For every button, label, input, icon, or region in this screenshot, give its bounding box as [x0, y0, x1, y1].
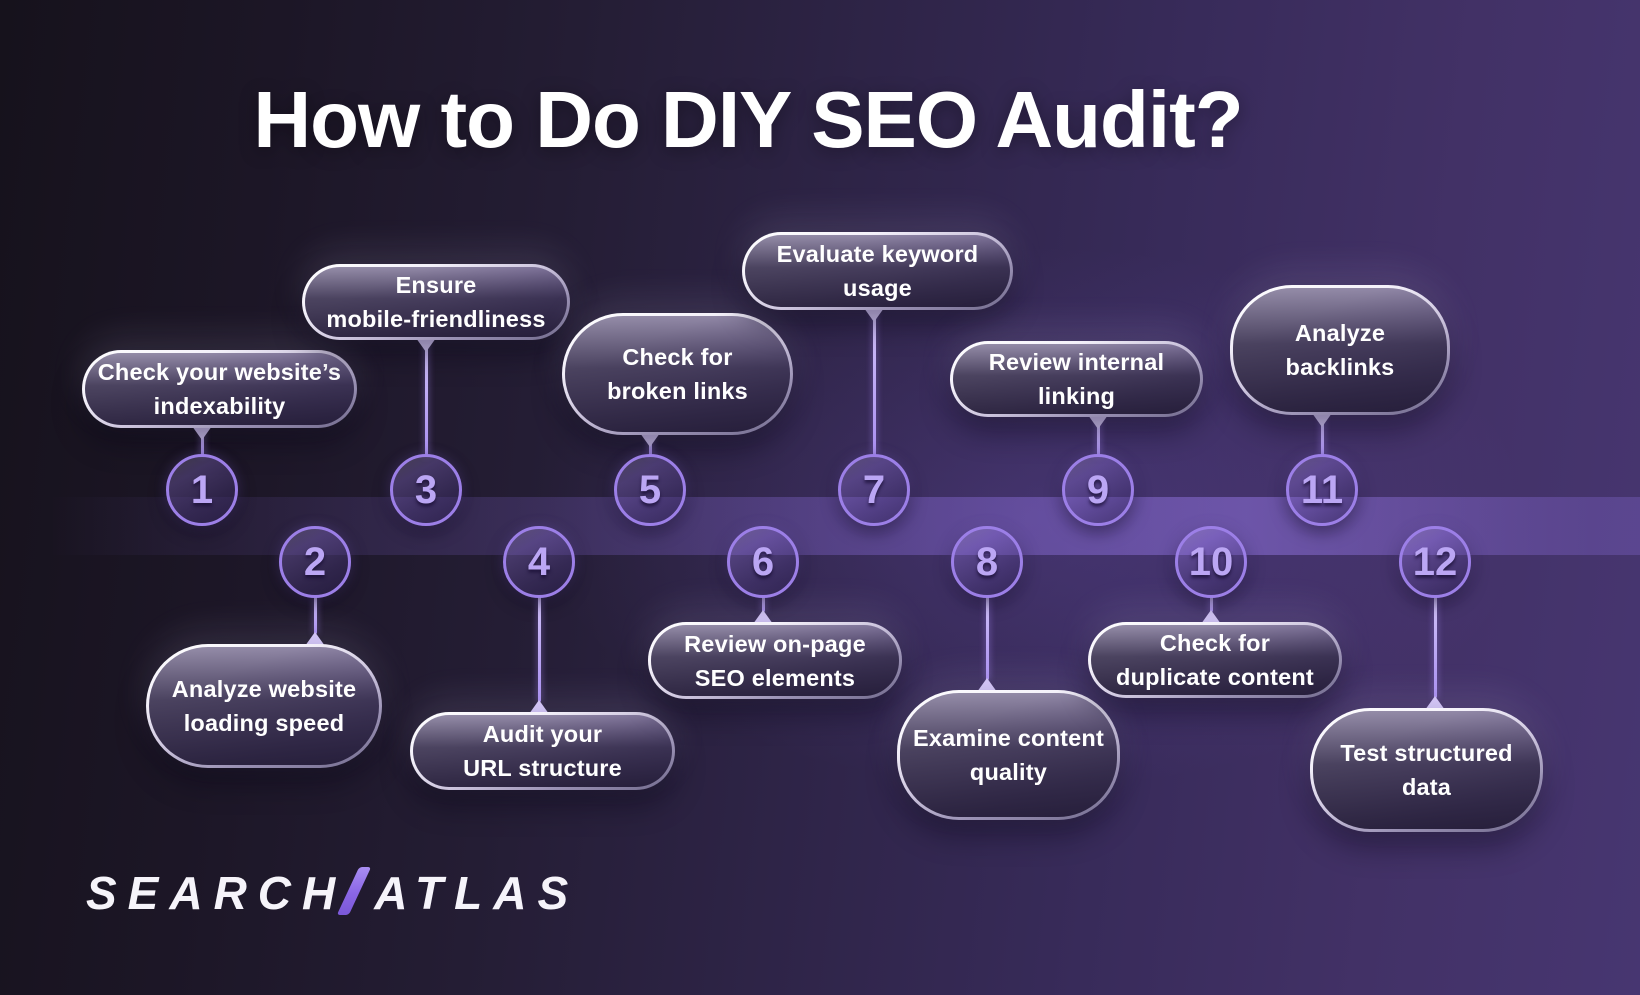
step-number: 4 [527, 539, 551, 584]
step-9-label-pill: Review internal linking [950, 341, 1203, 417]
step-label-line: backlinks [1285, 354, 1395, 380]
step-12-label-pill: Test structured data [1310, 708, 1543, 832]
step-12-number-badge: 12 [1399, 526, 1471, 598]
step-number: 12 [1412, 539, 1458, 584]
connector-arrow-icon [305, 632, 325, 646]
timeline-band [0, 497, 1640, 555]
step-3-number-badge: 3 [390, 454, 462, 526]
step-label-line: Review internal [988, 349, 1165, 375]
connector-arrow-icon [977, 678, 997, 692]
step-number: 10 [1188, 539, 1234, 584]
connector-arrow-icon [529, 700, 549, 714]
step-7-number-badge: 7 [838, 454, 910, 526]
step-label-line: loading speed [183, 710, 345, 736]
step-label-line: Evaluate keyword [776, 241, 979, 267]
connector-arrow-icon [640, 433, 660, 447]
step-number: 11 [1300, 467, 1344, 512]
connector-line [424, 339, 428, 456]
step-label-line: quality [969, 759, 1048, 785]
connector-line [872, 309, 876, 456]
step-11-label-pill: Analyze backlinks [1230, 285, 1450, 415]
step-10-label-pill: Check for duplicate content [1088, 622, 1342, 698]
logo-word-atlas: ATLAS [374, 867, 580, 919]
step-number: 6 [751, 539, 775, 584]
step-label-line: Examine content [912, 725, 1105, 751]
step-label-line: SEO elements [694, 664, 856, 691]
step-7-label-pill: Evaluate keyword usage [742, 232, 1013, 310]
connector-arrow-icon [1201, 610, 1221, 624]
step-label-line: Review on-page [684, 630, 866, 657]
step-label-line: Ensure [395, 272, 477, 298]
connector-arrow-icon [753, 610, 773, 624]
step-number: 1 [190, 467, 214, 512]
step-label-line: Analyze website [171, 676, 357, 702]
step-label-line: Check for [622, 344, 733, 370]
step-label-line: Check for [1159, 630, 1271, 656]
step-8-label-pill: Examine content quality [897, 690, 1120, 820]
step-10-number-badge: 10 [1175, 526, 1247, 598]
step-11-number-badge: 11 [1286, 454, 1358, 526]
step-label-line: broken links [607, 378, 748, 404]
step-label-line: mobile-friendliness [326, 306, 546, 332]
connector-line [1433, 596, 1437, 698]
connector-line [537, 596, 541, 702]
step-label-line: usage [843, 275, 912, 301]
step-label-line: linking [1037, 383, 1116, 409]
step-4-number-badge: 4 [503, 526, 575, 598]
searchatlas-logo: SEARCH ATLAS [86, 866, 579, 920]
connector-arrow-icon [1425, 696, 1445, 710]
step-4-label-pill: Audit your URL structure [410, 712, 675, 790]
connector-arrow-icon [1312, 413, 1332, 427]
step-2-number-badge: 2 [279, 526, 351, 598]
connector-line [313, 596, 317, 634]
step-2-label-pill: Analyze website loading speed [146, 644, 382, 768]
connector-line [1209, 596, 1213, 612]
step-label-line: URL structure [463, 755, 622, 781]
step-number: 8 [975, 539, 999, 584]
connector-arrow-icon [1088, 415, 1108, 429]
step-label-line: data [1401, 774, 1452, 800]
connector-arrow-icon [416, 338, 436, 352]
step-5-number-badge: 5 [614, 454, 686, 526]
logo-word-search: SEARCH [86, 867, 347, 919]
step-label-line: Audit your [482, 721, 603, 747]
step-label-line: Analyze [1294, 320, 1386, 346]
step-1-number-badge: 1 [166, 454, 238, 526]
step-label-line: Test structured [1340, 740, 1513, 766]
step-label-line: indexability [153, 393, 286, 419]
step-label-line: duplicate content [1116, 664, 1314, 690]
step-6-label-pill: Review on-page SEO elements [648, 622, 902, 699]
connector-line [200, 427, 204, 456]
connector-line [985, 596, 989, 680]
step-number: 7 [862, 467, 886, 512]
connector-line [1096, 416, 1100, 456]
connector-arrow-icon [192, 426, 212, 440]
step-9-number-badge: 9 [1062, 454, 1134, 526]
step-label-line: Check your website’s [97, 359, 342, 385]
step-1-label-pill: Check your website’s indexability [82, 350, 357, 428]
connector-line [1320, 414, 1324, 456]
connector-arrow-icon [864, 308, 884, 322]
step-3-label-pill: Ensure mobile-friendliness [302, 264, 570, 340]
step-6-number-badge: 6 [727, 526, 799, 598]
step-8-number-badge: 8 [951, 526, 1023, 598]
step-number: 2 [303, 539, 327, 584]
step-5-label-pill: Check for broken links [562, 313, 793, 435]
page-title: How to Do DIY SEO Audit? [253, 75, 1243, 164]
step-number: 3 [414, 467, 438, 512]
step-number: 5 [638, 467, 662, 512]
step-number: 9 [1086, 467, 1110, 512]
connector-line [761, 596, 765, 612]
